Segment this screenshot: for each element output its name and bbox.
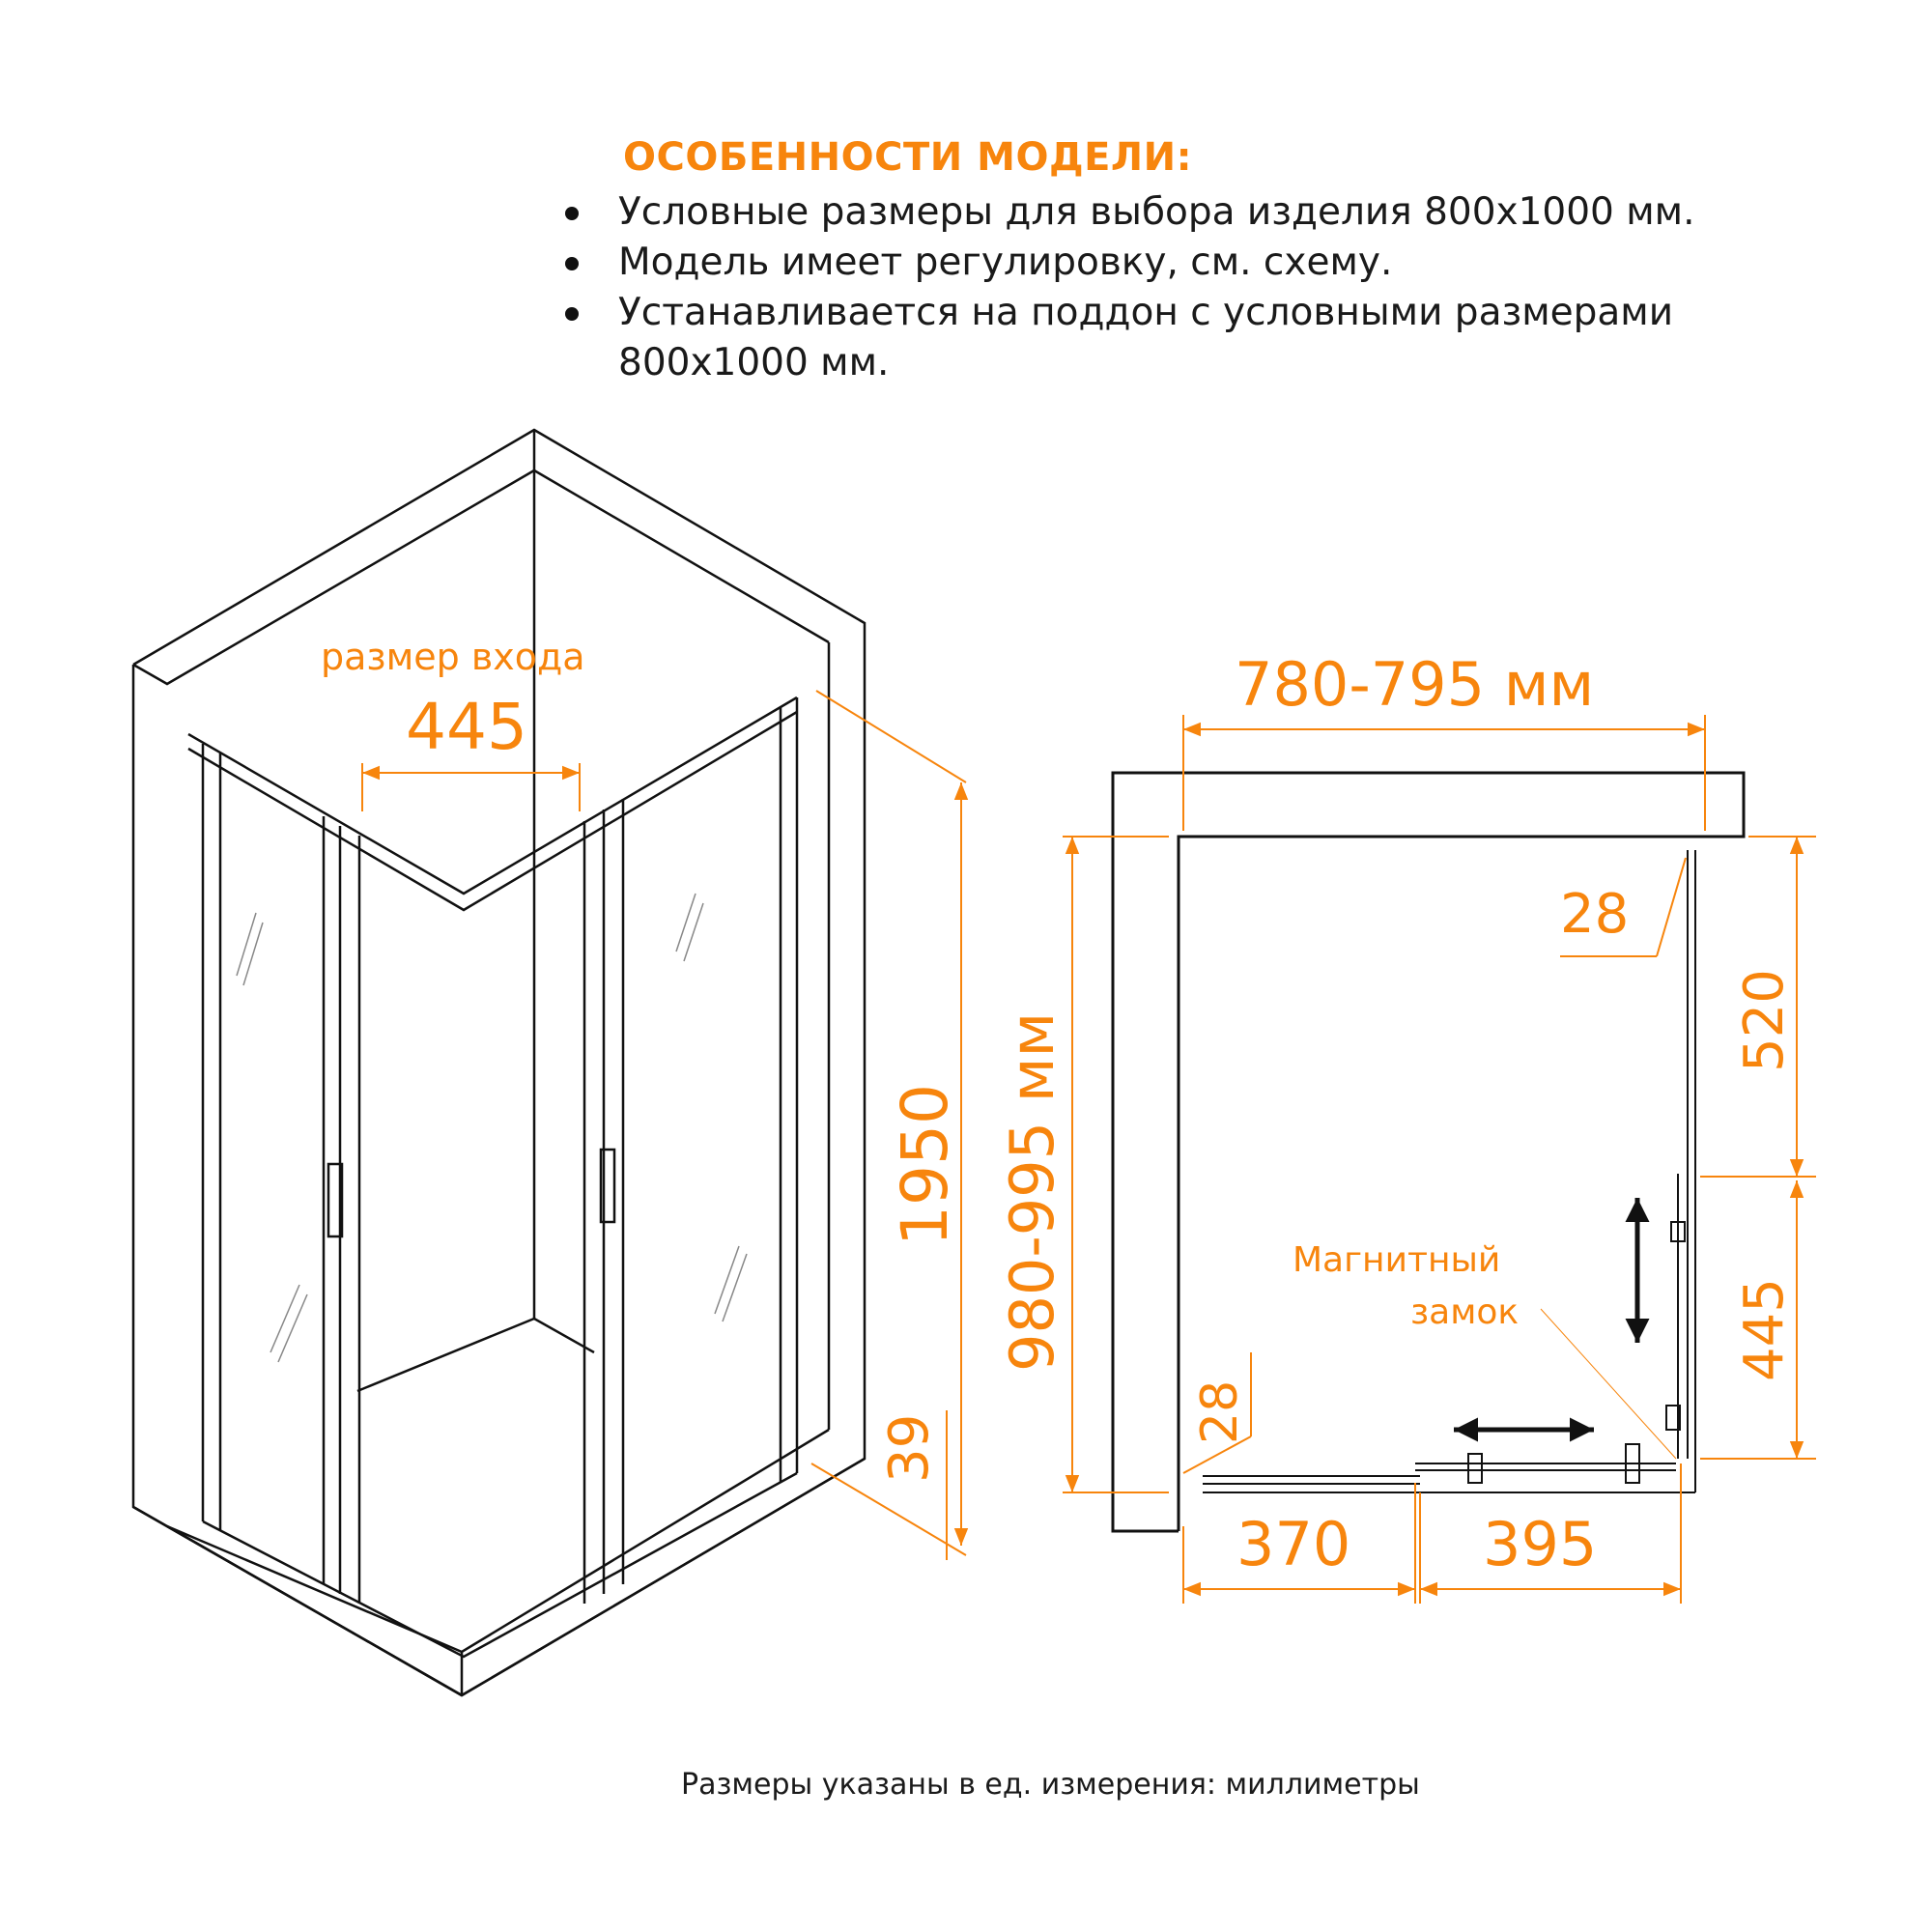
front-fixed-value: 370: [1236, 1509, 1350, 1579]
bullet-icon: [565, 257, 579, 270]
entry-size-label: размер входа: [321, 636, 585, 678]
features-list: Условные размеры для выбора изделия 800x…: [560, 187, 1874, 388]
isometric-dimensions: [361, 690, 969, 1560]
bullet-icon: [565, 207, 579, 220]
feature-item: Модель имеет регулировку, см. схему.: [565, 238, 1874, 288]
feature-item: Условные размеры для выбора изделия 800x…: [565, 187, 1874, 238]
plan-view: [1111, 771, 1746, 1533]
magnet-label-2: замок: [1410, 1293, 1519, 1332]
width-range-value: 780-795 мм: [1235, 649, 1594, 720]
plan-dimensions: [1063, 715, 1816, 1604]
features-block: ОСОБЕННОСТИ МОДЕЛИ: Условные размеры для…: [560, 135, 1874, 388]
isometric-view: [131, 428, 867, 1697]
height-value: 1950: [888, 1084, 962, 1246]
feature-item: Устанавливается на поддон с условными ра…: [565, 288, 1874, 388]
fixed-side-value: 520: [1733, 969, 1796, 1072]
base-height-value: 39: [878, 1414, 941, 1483]
sliding-side-value: 445: [1733, 1278, 1796, 1381]
features-title: ОСОБЕННОСТИ МОДЕЛИ:: [623, 135, 1193, 180]
bullet-icon: [565, 307, 579, 321]
depth-range-value: 980-995 мм: [997, 1012, 1067, 1372]
top-gap-value: 28: [1560, 883, 1629, 946]
magnet-label-1: Магнитный: [1293, 1240, 1500, 1280]
front-sliding-value: 395: [1483, 1509, 1597, 1579]
side-gap-value: 28: [1191, 1380, 1249, 1444]
units-note: Размеры указаны в ед. измерения: миллиме…: [681, 1768, 1420, 1802]
entry-width-value: 445: [406, 690, 527, 764]
